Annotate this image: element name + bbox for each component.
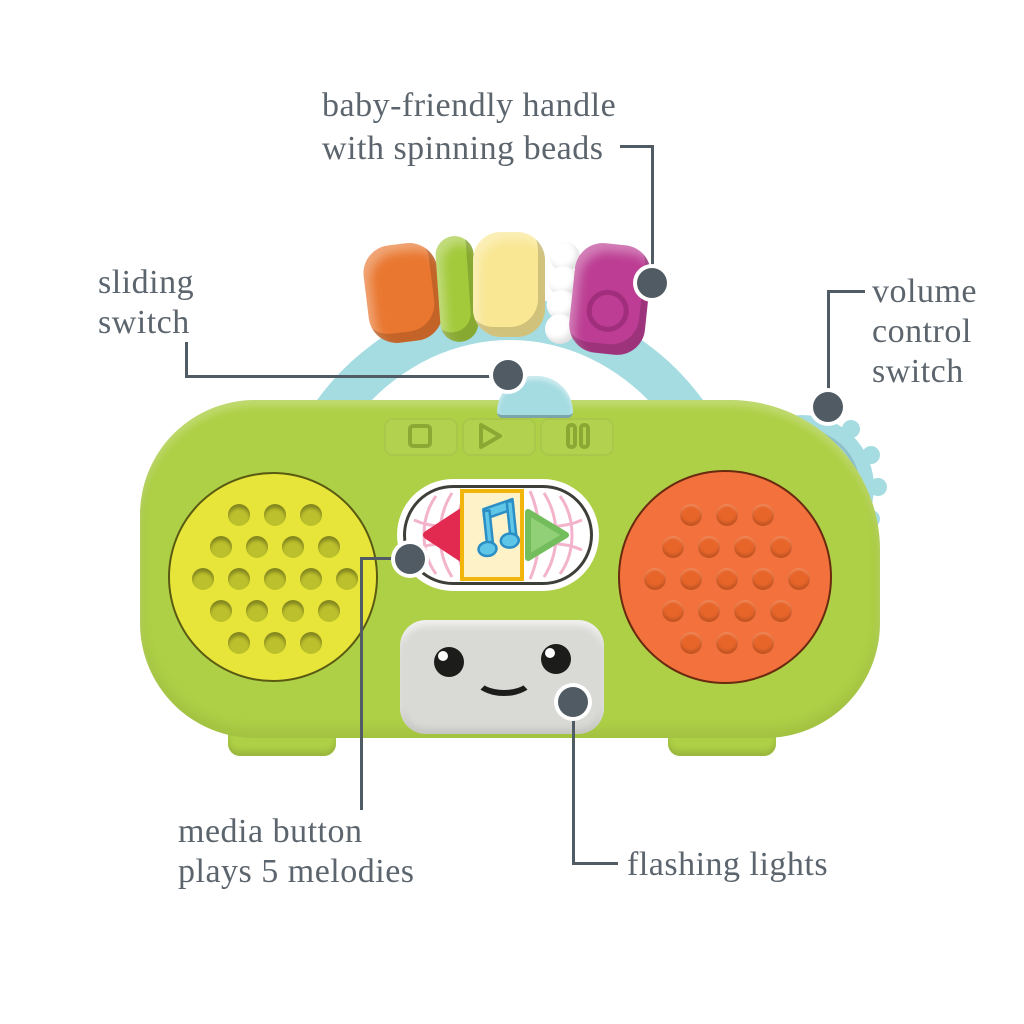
speaker-hole [282, 536, 304, 558]
speaker-bump [698, 536, 720, 558]
speaker-hole [264, 504, 286, 526]
music-note-icon [477, 497, 520, 558]
callout-dot-beads [637, 268, 667, 298]
speaker-bump [770, 600, 792, 622]
label-line: switch [872, 353, 964, 390]
pause-icon [566, 423, 577, 449]
label-volume-control: volume control switch [872, 272, 977, 392]
play-icon [479, 423, 502, 449]
speaker-bump [734, 536, 756, 558]
speaker-hole [228, 632, 250, 654]
speaker-bump [698, 600, 720, 622]
label-handle-beads: baby-friendly handle with spinning beads [322, 84, 616, 170]
speaker-hole [264, 568, 286, 590]
speaker-bump [680, 568, 702, 590]
strip-icons [408, 423, 590, 449]
gear-tooth [842, 420, 860, 438]
speaker-bump [770, 536, 792, 558]
speaker-bump [716, 504, 738, 526]
bead-yellow [473, 232, 545, 337]
label-line: switch [98, 304, 190, 341]
speaker-hole [318, 536, 340, 558]
callout-dot-sliding-switch [493, 360, 523, 390]
speaker-hole [246, 536, 268, 558]
label-line: flashing lights [627, 846, 829, 883]
speaker-bump [680, 504, 702, 526]
callout-dot-volume [813, 392, 843, 422]
media-button-panel [403, 485, 593, 585]
speaker-bump [788, 568, 810, 590]
callout-dot-flashing-lights [558, 687, 588, 717]
speaker-hole [228, 568, 250, 590]
label-line: baby-friendly handle [322, 87, 617, 124]
gear-tooth [862, 446, 880, 464]
speaker-left [168, 472, 378, 682]
speaker-bump [752, 568, 774, 590]
bead-orange [360, 239, 446, 347]
speaker-hole [300, 568, 322, 590]
speaker-hole [264, 632, 286, 654]
leader-line [827, 290, 865, 293]
speaker-hole [282, 600, 304, 622]
leader-line [827, 290, 830, 398]
speaker-bump [752, 504, 774, 526]
leader-line [185, 375, 503, 378]
speaker-bump [716, 568, 738, 590]
speaker-hole [300, 504, 322, 526]
speaker-right [618, 470, 832, 684]
gear-tooth [869, 478, 887, 496]
label-line: control [872, 313, 972, 350]
label-media-button: media button plays 5 melodies [178, 812, 415, 892]
right-eye-icon [541, 644, 571, 674]
callout-dot-media-button [395, 544, 425, 574]
leader-line [572, 705, 575, 865]
speaker-hole [336, 568, 358, 590]
bead-indent [584, 287, 631, 334]
speaker-hole [318, 600, 340, 622]
leader-line [185, 342, 188, 378]
speaker-hole [246, 600, 268, 622]
media-panel-art [413, 489, 583, 581]
label-line: sliding [98, 264, 195, 301]
green-triangle-icon [525, 509, 569, 561]
label-line: plays 5 melodies [178, 853, 415, 890]
smile-icon [474, 662, 534, 696]
stop-icon [408, 424, 432, 448]
speaker-bump [680, 632, 702, 654]
label-sliding-switch: sliding switch [98, 263, 194, 343]
speaker-hole [300, 632, 322, 654]
speaker-bump [716, 632, 738, 654]
label-line: volume [872, 273, 977, 310]
speaker-bump [662, 600, 684, 622]
speaker-bump [734, 600, 756, 622]
label-line: with spinning beads [322, 130, 604, 167]
speaker-hole [192, 568, 214, 590]
leader-line [651, 145, 654, 273]
leader-line [360, 557, 363, 810]
speaker-bump [752, 632, 774, 654]
speaker-hole [228, 504, 250, 526]
leader-line [620, 145, 654, 148]
leader-line [572, 862, 618, 865]
label-line: media button [178, 813, 363, 850]
speaker-bump [644, 568, 666, 590]
leader-line [362, 557, 404, 560]
bead-magenta [566, 240, 654, 358]
speaker-hole [210, 536, 232, 558]
pause-icon [579, 423, 590, 449]
speaker-bump [662, 536, 684, 558]
speaker-hole [210, 600, 232, 622]
left-eye-icon [434, 647, 464, 677]
label-flashing-lights: flashing lights [627, 845, 828, 885]
